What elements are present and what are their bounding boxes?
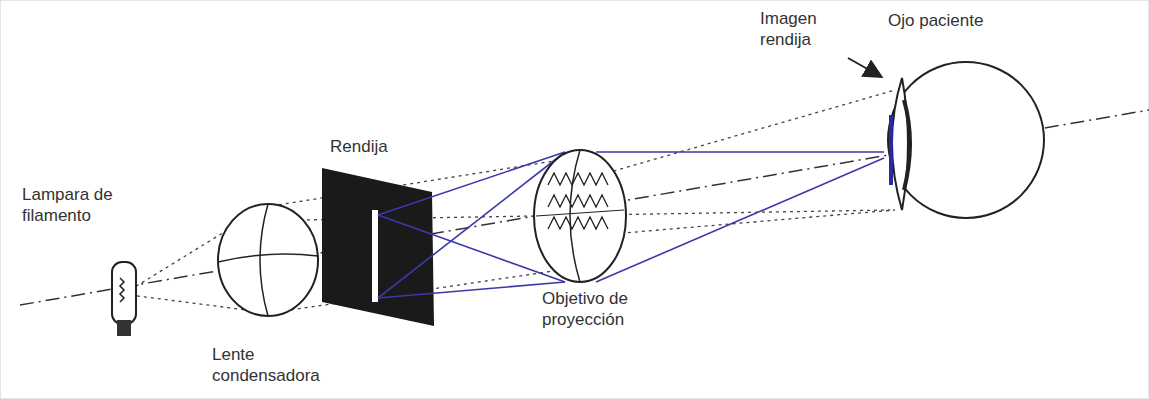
- part-label: Imagen rendija: [760, 8, 842, 50]
- part-label: Objetivo de proyección: [542, 288, 662, 330]
- condenser-lens: [218, 204, 318, 316]
- part-label: Rendija: [330, 136, 420, 157]
- projection-objective: [534, 150, 626, 282]
- slit-plate: [322, 168, 434, 326]
- patient-eye: [888, 62, 1044, 218]
- part-label: Ojo paciente: [888, 10, 1028, 31]
- part-label: Lente condensadora: [212, 344, 322, 386]
- filament-lamp: [112, 262, 136, 336]
- part-label: Lampara de filamento: [22, 184, 132, 226]
- projection-rays: [378, 152, 884, 298]
- leader-arrow: [848, 58, 880, 76]
